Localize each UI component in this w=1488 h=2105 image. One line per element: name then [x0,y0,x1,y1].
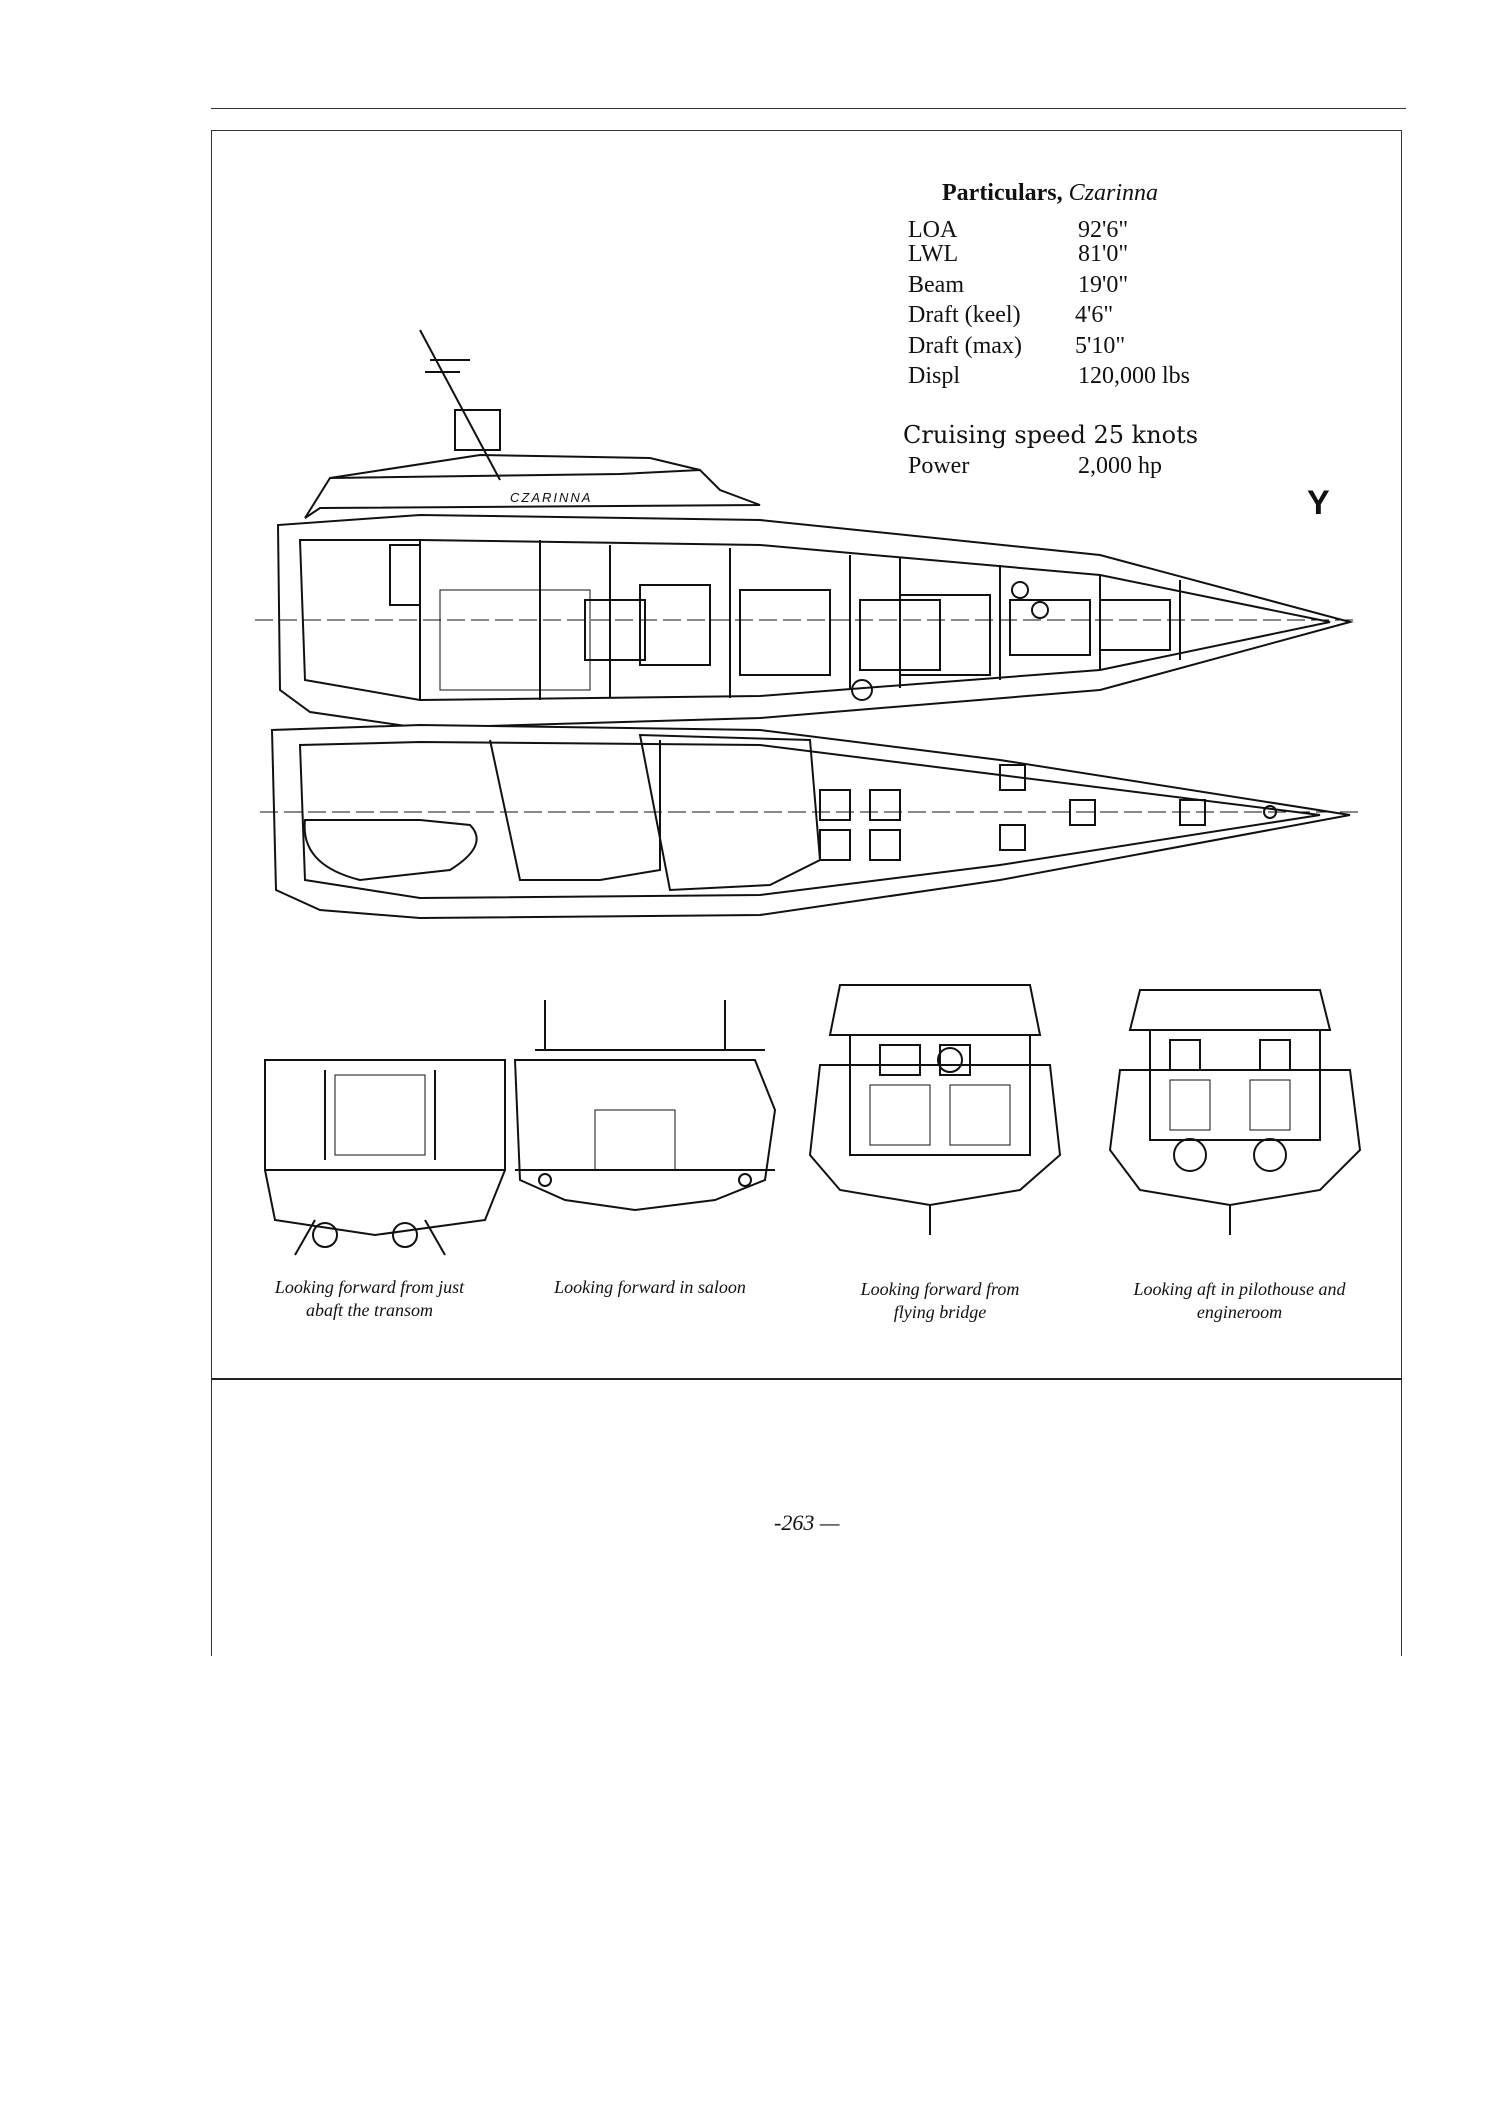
spec-label-draft-keel: Draft (keel) [908,302,1021,328]
stray-mark: Y [1307,484,1330,522]
spec-label-beam: Beam [908,272,964,298]
particulars-label: Particulars, [942,180,1063,206]
spec-value-draft-keel: 4'6" [1075,302,1114,328]
boat-plan-drawing: CZARINNA [255,329,1362,1256]
power-value: 2,000 hp [1078,453,1162,479]
caption-flying-bridge: Looking forward from flying bridge [860,1279,1020,1322]
profile-view: CZARINNA [304,329,761,519]
page-frame [211,130,1402,1656]
spec-value-loa: 92'6" [1078,217,1129,243]
spec-label-loa: LOA [908,217,958,243]
cruising-speed: Cruising speed 25 knots [903,421,1199,449]
drawing-hull-label: CZARINNA [510,490,592,505]
caption-pilothouse: Looking aft in pilothouse and engineroom [1133,1279,1346,1322]
deck-plan-lower [260,723,1360,920]
section-transom [264,1059,506,1256]
spec-label-lwl: LWL [908,241,959,267]
section-flying-bridge [808,984,1062,1235]
spec-label-displ: Displ [908,363,961,389]
vessel-name: Czarinna [1068,180,1158,206]
frame-divider [211,1378,1402,1380]
page-number: -263 — [774,1510,840,1535]
deck-plan-upper [255,513,1355,730]
top-rule [211,108,1406,109]
spec-value-displ: 120,000 lbs [1078,363,1191,389]
spec-value-lwl: 81'0" [1078,241,1129,267]
particulars-heading: Particulars, Czarinna [942,180,1158,207]
caption-transom: Looking forward from just abaft the tran… [274,1277,465,1320]
caption-saloon: Looking forward in saloon [554,1277,746,1297]
spec-value-draft-max: 5'10" [1075,333,1126,359]
section-saloon [513,1000,777,1212]
spec-value-beam: 19'0" [1078,272,1129,298]
spec-label-draft-max: Draft (max) [908,333,1022,359]
section-pilothouse [1108,989,1362,1235]
power-label: Power [908,453,970,479]
